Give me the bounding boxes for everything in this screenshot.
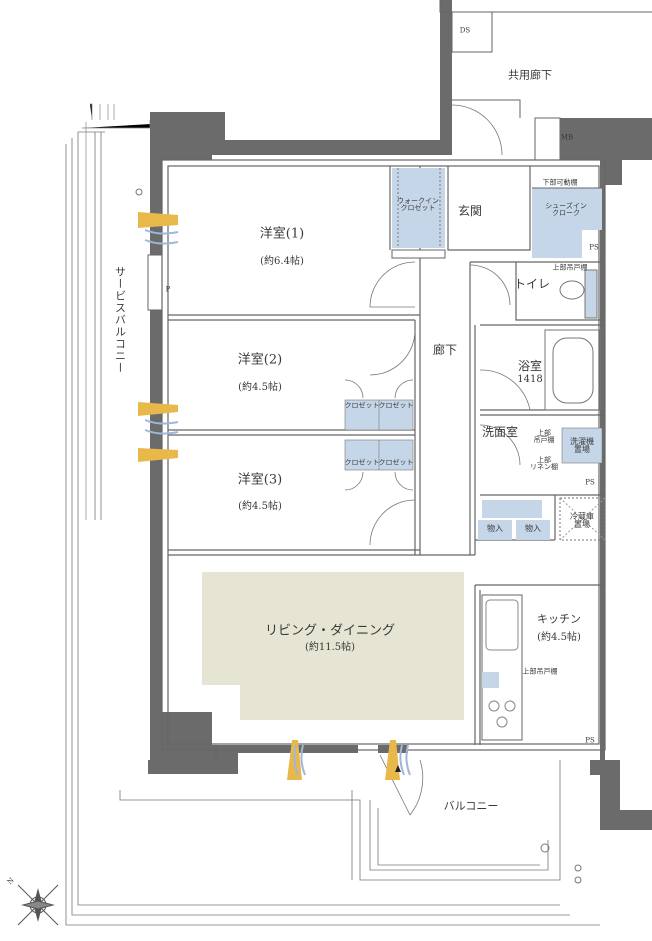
toilet-upper-cabinet-label: 上部吊戸棚 [552, 263, 588, 272]
p-label: P [165, 285, 171, 294]
closets [344, 399, 414, 471]
kitchen-label: キッチン [537, 612, 581, 626]
shoes-in-cloak-label: シューズイン クローク [545, 202, 587, 217]
room-2-size: (約4.5帖) [238, 382, 282, 393]
bathroom-label: 浴室 [517, 359, 543, 373]
toilet-fixture [559, 269, 598, 319]
compass-icon [17, 884, 59, 926]
kitchen-counter [481, 594, 523, 741]
fridge-label: 冷蔵庫 置場 [570, 512, 594, 529]
service-balcony-label: サービスバルコニー [113, 266, 127, 374]
airflow-arrows [138, 212, 411, 780]
room-3-label: 洋室(3) [237, 472, 283, 488]
washroom-label: 洗面室 [481, 425, 519, 439]
upper-linen-label: 上部 リネン棚 [530, 456, 558, 471]
room-2-label: 洋室(2) [237, 352, 283, 368]
storage-b-label: 物入 [525, 524, 541, 533]
washing-machine-label: 洗濯機 置場 [570, 437, 594, 454]
door-swings [344, 104, 531, 816]
ds-label: DS [459, 26, 471, 35]
closet-label-3: クロゼット [344, 458, 380, 467]
closet-label-1: クロゼット [344, 401, 380, 410]
wash-upper-cabinet-label: 上部 吊戸棚 [533, 429, 555, 444]
balcony-label: バルコニー [443, 799, 499, 813]
movable-shelf-label: 下部可動棚 [542, 178, 578, 187]
living-size-label: (約11.5帖) [304, 642, 356, 653]
living-dining-label: リビング・ダイニング [264, 623, 396, 639]
bathtub [544, 329, 601, 411]
ps-label-1: PS [589, 243, 599, 252]
storage-units [478, 500, 550, 540]
walkin-closet [391, 168, 446, 259]
closet-label-2: クロゼット [378, 401, 414, 410]
ps-label-3: PS [585, 736, 595, 745]
entrance-label: 玄関 [457, 204, 483, 218]
room-1-size: (約6.4帖) [260, 256, 304, 267]
living-dining-area [202, 572, 464, 720]
corridor-label: 廊下 [432, 343, 458, 357]
washing-machine-area [559, 427, 606, 541]
room-3-size: (約4.5帖) [238, 501, 282, 512]
walkin-closet-label: ウォークイン クロゼット [397, 197, 439, 212]
mb-label: MB [560, 133, 574, 142]
balcony-outline [65, 131, 600, 926]
misc-markers [135, 188, 582, 884]
common-corridor-label: 共用廊下 [508, 68, 552, 82]
ps-label-2: PS [585, 478, 595, 487]
kitchen-upper-cabinet-label: 上部吊戸棚 [522, 667, 558, 676]
toilet-label: トイレ [513, 277, 551, 291]
bath-size-label: 1418 [517, 374, 543, 385]
shoes-in-cloak [532, 187, 602, 258]
common-corridor-lines [452, 11, 652, 118]
storage-a-label: 物入 [487, 524, 503, 533]
room-1-label: 洋室(1) [259, 226, 305, 242]
kitchen-size-label: (約4.5帖) [537, 632, 581, 643]
closet-label-4: クロゼット [378, 458, 414, 467]
